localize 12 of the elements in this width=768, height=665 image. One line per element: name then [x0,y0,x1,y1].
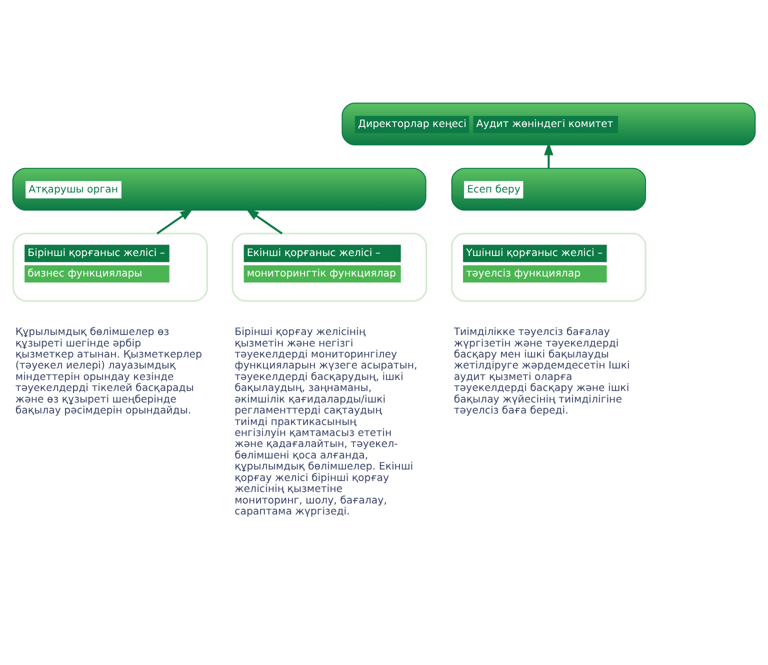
node-box: Үшінші қорғаныс желісі – тәуелсіз функциялар [451,232,646,302]
arrow [544,142,554,168]
node-label: Бірінші қорғау желісінің қызметін және негізгі тәуекелдерді мониторингілеу функцияларын жүзеге асыратын, тәуекелдерді басқарудың, ішкі бақылаудың, заңнаманы, әкімшілік қағидаларды/ішкі регламенттерді сақтаудың тиімді практикасының енгізілуін қамтамасыз ететін және қадағалайтын, тәуекел-бөлімшені қоса алғанда, құрылымдық бөлімшелер. Екінші қорғау желісі бірінші қорғау желісінің қызметіне мониторинг, шолу, бағалау, сараптама жүргізеді. [234,327,418,518]
node-label: Құрылымдық бөлімшелер өз құзыреті шегінде әрбір қызметкер атынан. Қызметкерлер (тәуекел иелері) лауазымдық міндеттерін орындау кезінде тәуекелдерді тікелей басқарады және өз құзыреті шеңберінде бақылау рәсімдерін орындайды. [15,327,202,417]
node-box: Есеп беру [451,168,646,211]
node-box: Атқарушы орган [12,168,426,211]
node-box: Екінші қорғаныс желісі – мониторингтік функциялар [232,232,428,302]
node-box: Директорлар кеңесі Аудит жөніндегі комитет [342,102,756,146]
node-box: Бірінші қорғаныс желісі – бизнес функциялары [12,232,208,302]
node-label: Тиімділікке тәуелсіз бағалау жүргізетін және тәуекелдерді басқару мен ішкі бақылауды жетілдіруге жәрдемдесетін Ішкі аудит қызметі оларға тәуекелдерді басқару және ішкі бақылау жүйесінің тиімділігіне тәуелсіз баға береді. [454,327,630,417]
arrow [156,208,194,234]
arrow [246,208,283,234]
